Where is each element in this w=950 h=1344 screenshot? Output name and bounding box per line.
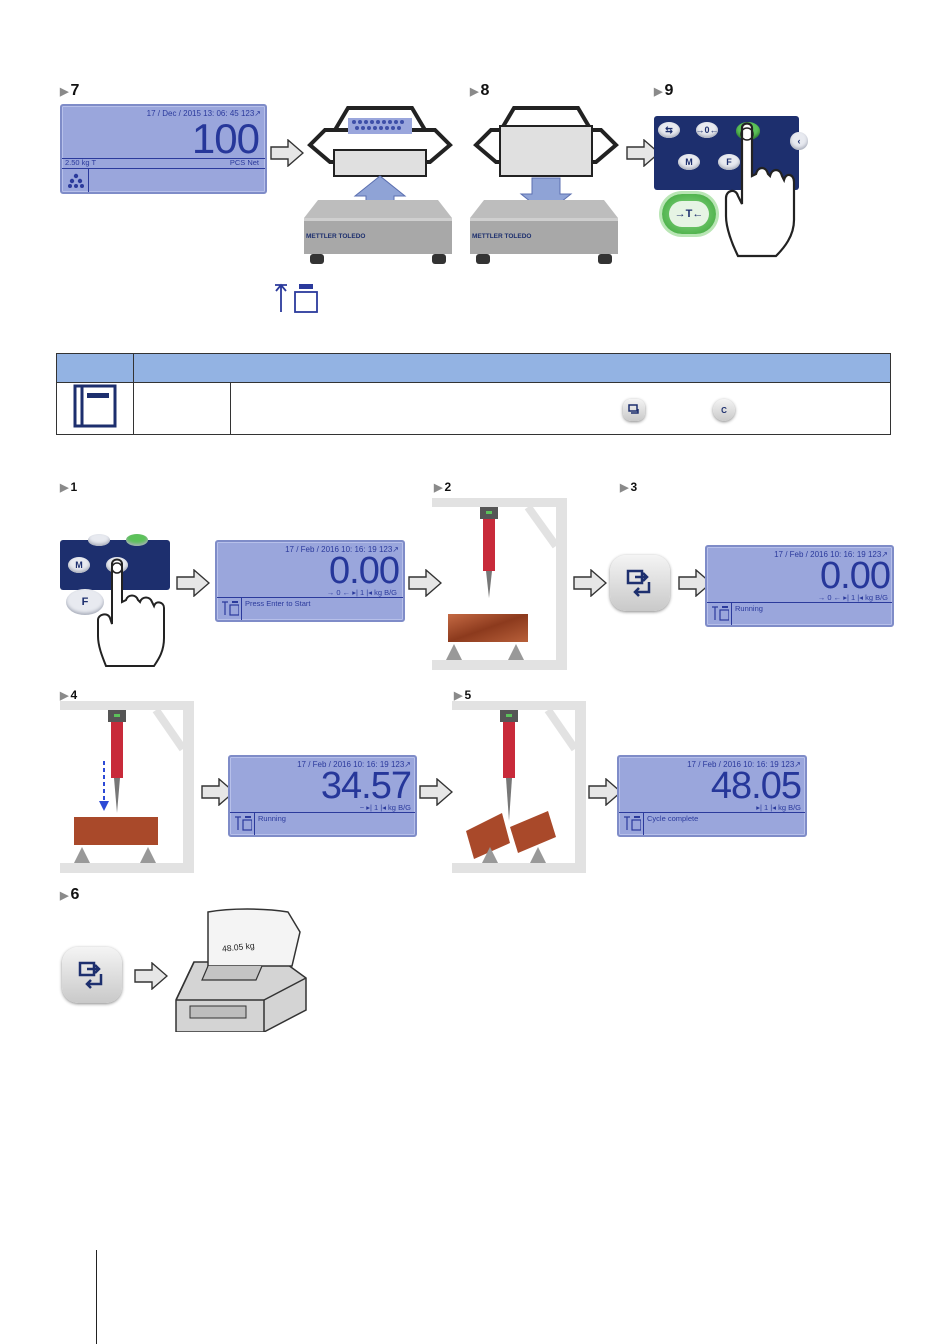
- step-7-marker: ▶7: [60, 82, 80, 99]
- display-units: ▸| 1 |◂ kg B/G: [756, 803, 801, 812]
- flow-arrow-icon: [419, 778, 453, 806]
- scale-brand-label-2: METTLER TOLEDO: [472, 233, 532, 240]
- key-f-button[interactable]: F: [718, 154, 740, 170]
- tare-mode-icon: [624, 816, 641, 831]
- scale-brand-label: METTLER TOLEDO: [306, 233, 366, 240]
- flow-arrow-icon: [270, 139, 304, 167]
- info-table: C: [56, 353, 891, 435]
- test-rig-pressing-illustration: [60, 701, 194, 873]
- flow-arrow-icon: [573, 569, 607, 597]
- pressing-hand-icon: [724, 122, 796, 258]
- test-rig-idle-illustration: [432, 498, 567, 670]
- flow-arrow-icon: [201, 778, 235, 806]
- display-divider: [707, 602, 892, 603]
- display-divider: [619, 812, 805, 813]
- container-on-scale-illustration: [304, 106, 453, 264]
- display-units: → 0 ← ▸| 1 |◂ kg B/G: [326, 588, 397, 597]
- key-top-green-button[interactable]: [126, 534, 148, 546]
- step-9-marker: ▶9: [654, 82, 674, 99]
- flow-arrow-icon: [626, 139, 660, 167]
- display-divider: [217, 597, 403, 598]
- table-empty-cell: [133, 382, 231, 435]
- display-vdivider: [254, 812, 255, 835]
- test-rig-broken-illustration: [452, 701, 586, 873]
- display-divider: [62, 158, 265, 159]
- step-1-marker: ▶1: [60, 480, 78, 494]
- enter-key-button[interactable]: [62, 947, 122, 1003]
- display-screen-start: 17 / Feb / 2016 10: 16: 19 123↗ 0.00 → 0…: [215, 540, 405, 622]
- tare-mode-icon: [235, 816, 252, 831]
- display-vdivider: [88, 168, 89, 192]
- table-icon-cell: [56, 382, 134, 435]
- display-vdivider: [643, 812, 644, 835]
- step-6-marker: ▶6: [60, 886, 80, 903]
- step-5-marker: ▶5: [454, 688, 472, 702]
- display-units: PCS Net: [229, 158, 259, 167]
- enter-icon: [78, 961, 103, 989]
- print-key-icon: [623, 399, 645, 421]
- key-m-button[interactable]: M: [678, 154, 700, 170]
- tare-mode-icon: [712, 606, 729, 621]
- display-units: ~ ▸| 1 |◂ kg B/G: [359, 803, 411, 812]
- step-4-marker: ▶4: [60, 688, 78, 702]
- key-shift-icon[interactable]: ⇆: [658, 122, 680, 138]
- display-status-text: Press Enter to Start: [245, 599, 311, 608]
- info-book-icon: [73, 384, 117, 428]
- display-status-text: Running: [258, 814, 286, 823]
- tare-icon: [275, 283, 318, 313]
- display-datetime: 17 / Feb / 2016 10: 16: 19 123↗: [687, 760, 801, 769]
- display-datetime: 17 / Dec / 2015 13: 06: 45 123↗: [146, 109, 261, 118]
- scale-with-container-up: METTLER TOLEDO: [300, 100, 460, 272]
- display-value: 48.05: [710, 765, 802, 807]
- enter-key-button[interactable]: [610, 555, 670, 611]
- step-2-marker: ▶2: [434, 480, 452, 494]
- display-tare-status: 2.50 kg T: [65, 158, 97, 167]
- flow-arrow-icon: [678, 569, 712, 597]
- display-screen-running: 17 / Feb / 2016 10: 16: 19 123↗ 0.00 → 0…: [705, 545, 894, 627]
- f-key-zoom-button[interactable]: F: [66, 589, 104, 615]
- display-datetime: 17 / Feb / 2016 10: 16: 19 123↗: [774, 550, 888, 559]
- container-off-scale-illustration: [470, 106, 619, 264]
- display-screen-pieces: 17 / Dec / 2015 13: 06: 45 123↗ 100 2.50…: [60, 104, 267, 194]
- display-divider: [230, 812, 415, 813]
- display-value: 0.00: [329, 550, 400, 592]
- step-3-marker: ▶3: [620, 480, 638, 494]
- display-screen-complete: 17 / Feb / 2016 10: 16: 19 123↗ 48.05 ▸|…: [617, 755, 807, 837]
- display-datetime: 17 / Feb / 2016 10: 16: 19 123↗: [297, 760, 411, 769]
- printer-illustration: 48.05 kg: [172, 906, 312, 1033]
- display-value: 34.57: [320, 765, 412, 807]
- display-datetime: 17 / Feb / 2016 10: 16: 19 123↗: [285, 545, 399, 554]
- display-divider-2: [62, 168, 265, 169]
- tare-symbol-icon: →T←: [669, 201, 709, 227]
- table-header-icon-col: [56, 353, 134, 383]
- scale-with-container-down: METTLER TOLEDO: [466, 100, 626, 272]
- margin-rule: [96, 1250, 97, 1344]
- key-back-icon[interactable]: ‹: [790, 132, 808, 150]
- pieces-counting-icon: [68, 173, 84, 188]
- clear-key-icon: C: [713, 399, 735, 421]
- key-top-button[interactable]: [88, 534, 110, 546]
- display-units: → 0 ← ▸| 1 |◂ kg B/G: [817, 593, 888, 602]
- tare-mode-icon: [222, 601, 239, 616]
- flow-arrow-icon: [134, 962, 168, 990]
- pressing-hand-icon-2: [97, 558, 165, 667]
- display-screen-measuring: 17 / Feb / 2016 10: 16: 19 123↗ 34.57 ~ …: [228, 755, 417, 837]
- flow-arrow-icon: [408, 569, 442, 597]
- flow-arrow-icon: [176, 569, 210, 597]
- enter-icon: [626, 569, 651, 597]
- display-status-text: Running: [735, 604, 763, 613]
- table-text-cell: C: [230, 382, 891, 435]
- display-vdivider: [241, 597, 242, 620]
- tare-key-zoom-button[interactable]: →T←: [662, 194, 716, 234]
- key-m-button[interactable]: M: [68, 557, 90, 573]
- flow-arrow-icon: [588, 778, 622, 806]
- display-vdivider: [731, 602, 732, 625]
- key-zero-icon[interactable]: →0←: [696, 122, 719, 138]
- display-status-text: Cycle complete: [647, 814, 699, 823]
- step-8-marker: ▶8: [470, 82, 490, 99]
- display-value: 100: [191, 115, 260, 162]
- table-header-text-col: [133, 353, 891, 383]
- display-value: 0.00: [820, 555, 891, 597]
